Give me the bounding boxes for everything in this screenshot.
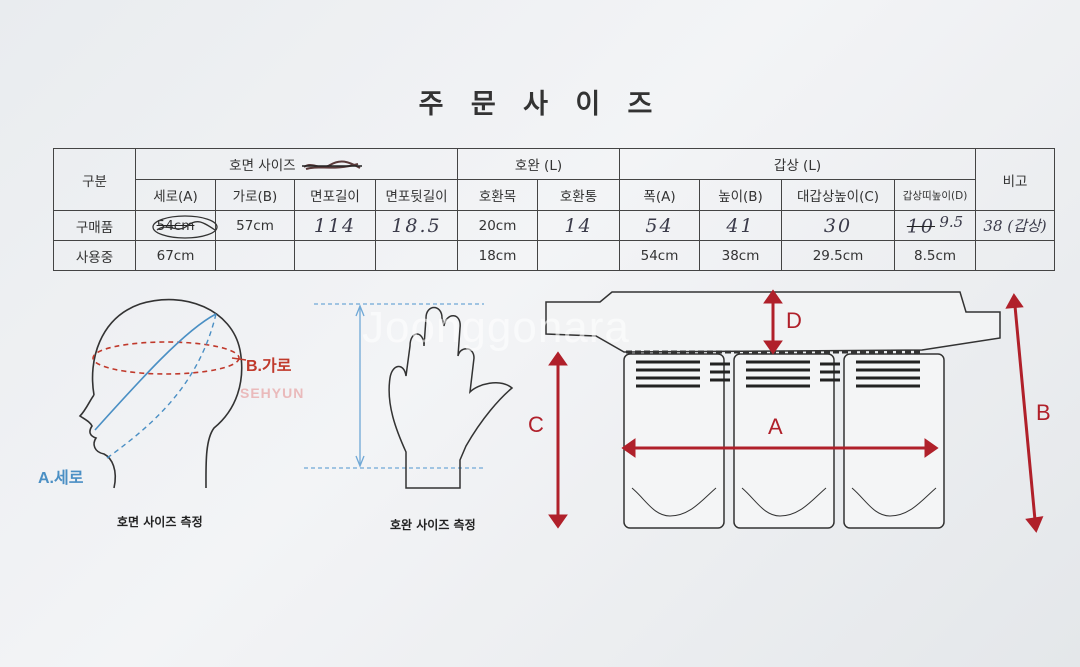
page-title: 주 문 사 이 즈 [418, 89, 662, 120]
armor-label-c: C [528, 412, 544, 437]
table-cell: 38cm [699, 240, 783, 271]
head-measurement-figure [78, 298, 247, 489]
correction-value: 9.5 [939, 213, 964, 232]
table-cell: 10 9.5 [894, 210, 977, 241]
header-category: 구분 [53, 148, 136, 211]
table-cell [537, 240, 621, 271]
watermark: Joonggonara [362, 303, 630, 352]
table-cell: 57cm [215, 210, 295, 241]
armor-label-d: D [786, 308, 802, 333]
table-cell: 114 [294, 210, 376, 241]
table-cell: 29.5cm [781, 240, 896, 271]
header-glove: 호완 (L) [457, 148, 621, 180]
table-cell [294, 240, 376, 271]
sub-header: 세로(A) [135, 179, 216, 211]
head-caption: 호면 사이즈 측정 [117, 515, 203, 529]
header-face-size: 호면 사이즈 [134, 148, 459, 180]
table-cell: 14 [537, 210, 621, 241]
table-cell: 67cm [135, 240, 216, 271]
sub-header: 높이(B) [699, 179, 783, 211]
sub-header: 면포길이 [294, 179, 376, 211]
sub-header: 호환통 [537, 179, 621, 211]
note-cell: 38 (갑상) [975, 210, 1056, 241]
hand-caption: 호완 사이즈 측정 [390, 518, 476, 532]
watermark-logo: SEHYUN [240, 385, 305, 401]
sub-header: 가로(B) [215, 179, 295, 211]
armor-label-a: A [768, 414, 783, 439]
sub-header: 면포뒷길이 [374, 179, 459, 211]
label-a-length: A.세로 [38, 470, 84, 487]
table-cell [374, 240, 459, 271]
order-size-table: 구분 호면 사이즈 호완 (L) 갑상 (L) 비고 세로(A) 가로(B) 면… [53, 148, 1056, 271]
scribble-mark [301, 160, 362, 170]
table-cell [975, 240, 1056, 271]
sub-header: 호환목 [457, 179, 539, 211]
armor-label-b: B [1036, 400, 1051, 425]
sub-header: 갑상띠높이(D) [894, 179, 977, 211]
header-note: 비고 [975, 148, 1056, 211]
armor-dimension-arrows [548, 289, 1044, 533]
row-label: 사용중 [53, 240, 136, 271]
hand-measurement-figure [304, 303, 514, 489]
table-cell: 54cm [619, 240, 701, 271]
table-cell [215, 240, 295, 271]
label-b-width: B.가로 [246, 358, 292, 375]
table-row: 사용중 67cm 18cm 54cm 38cm 29.5cm 8.5cm [53, 240, 1056, 271]
row-label: 구매품 [53, 210, 136, 241]
sub-header: 대갑상높이(C) [781, 179, 896, 211]
